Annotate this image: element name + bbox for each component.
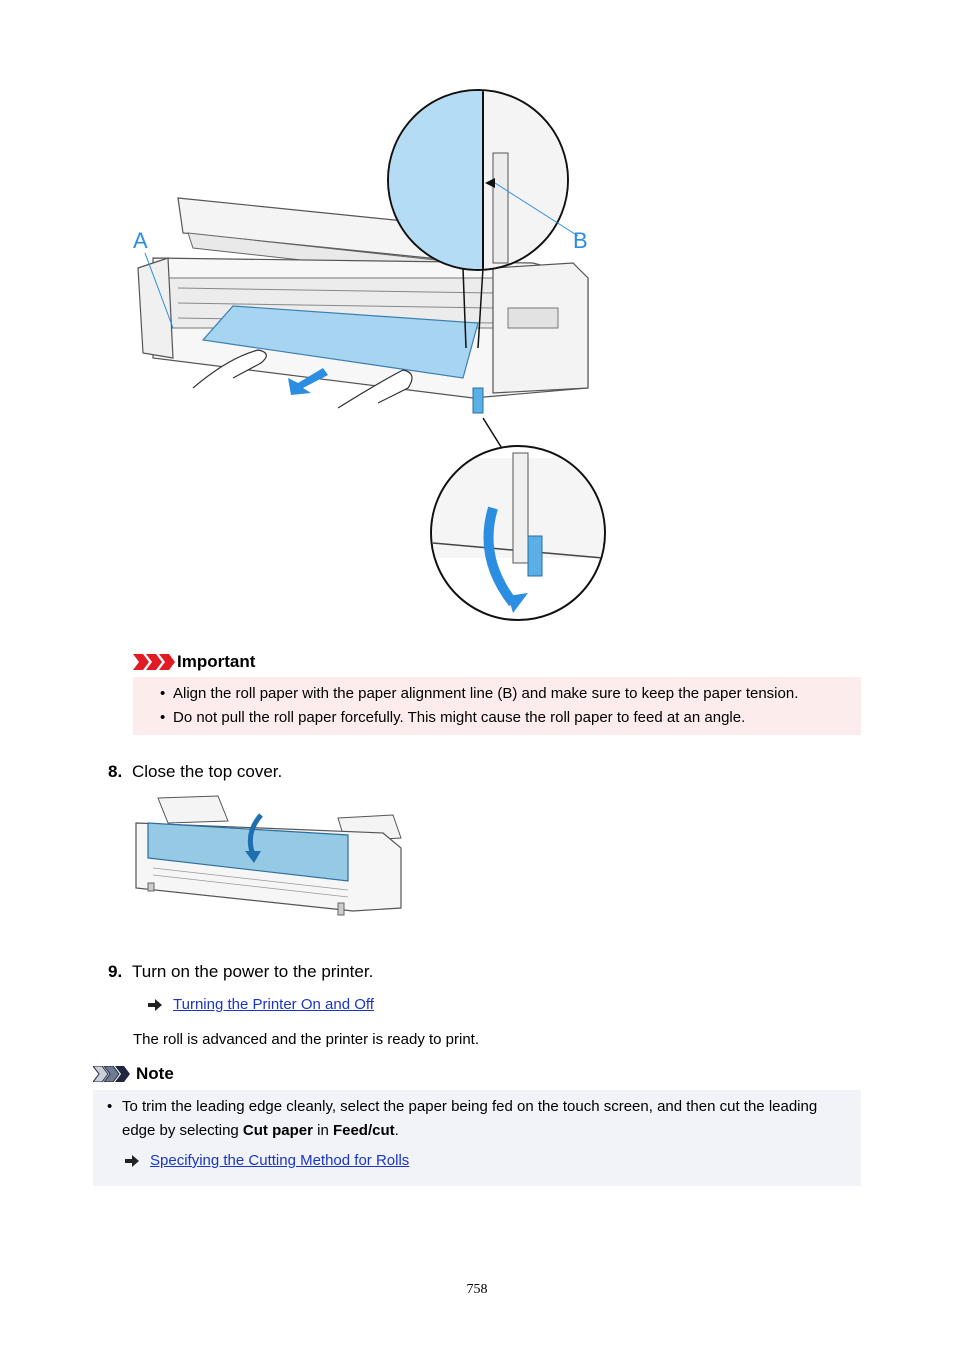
important-title: Important bbox=[177, 652, 256, 671]
step-text: Close the top cover. bbox=[132, 762, 283, 781]
power-link-line: Turning the Printer On and Off bbox=[148, 996, 374, 1013]
important-header: Important bbox=[133, 651, 255, 673]
important-item: Do not pull the roll paper forcefully. T… bbox=[133, 706, 861, 730]
important-chevron-icon bbox=[133, 654, 175, 670]
power-link[interactable]: Turning the Printer On and Off bbox=[173, 996, 374, 1013]
page-number: 758 bbox=[466, 1282, 488, 1297]
note-title: Note bbox=[136, 1064, 174, 1083]
close-top-cover-illustration bbox=[133, 793, 405, 925]
important-item: Align the roll paper with the paper alig… bbox=[133, 682, 861, 706]
roll-paper-alignment-illustration: A B bbox=[133, 88, 609, 628]
important-box: Align the roll paper with the paper alig… bbox=[133, 677, 861, 735]
arrow-right-icon bbox=[148, 998, 162, 1011]
step-number: 9. bbox=[108, 962, 123, 981]
cutting-method-link[interactable]: Specifying the Cutting Method for Rolls bbox=[150, 1152, 410, 1169]
svg-text:B: B bbox=[573, 228, 588, 253]
svg-text:A: A bbox=[133, 228, 148, 253]
note-text-part: To trim the leading edge cleanly, select… bbox=[122, 1098, 818, 1139]
note-text-part: . bbox=[394, 1122, 399, 1139]
step-9: 9. Turn on the power to the printer. bbox=[108, 962, 373, 982]
note-chevron-icon bbox=[93, 1066, 130, 1082]
note-bold-feed-cut: Feed/cut bbox=[332, 1122, 395, 1139]
note-text: To trim the leading edge cleanly, select… bbox=[122, 1095, 842, 1143]
arrow-right-icon bbox=[125, 1154, 139, 1167]
note-text-part: in bbox=[312, 1122, 333, 1139]
note-header: Note bbox=[93, 1063, 174, 1085]
note-bullet: • bbox=[107, 1098, 113, 1115]
step-number: 8. bbox=[108, 762, 123, 781]
note-box: • To trim the leading edge cleanly, sele… bbox=[93, 1090, 861, 1186]
body-paragraph: The roll is advanced and the printer is … bbox=[133, 1031, 480, 1048]
step-text: Turn on the power to the printer. bbox=[132, 962, 374, 981]
step-8: 8. Close the top cover. bbox=[108, 762, 282, 782]
cutting-link-line: Specifying the Cutting Method for Rolls bbox=[125, 1152, 409, 1169]
note-bold-cut-paper: Cut paper bbox=[242, 1122, 313, 1139]
